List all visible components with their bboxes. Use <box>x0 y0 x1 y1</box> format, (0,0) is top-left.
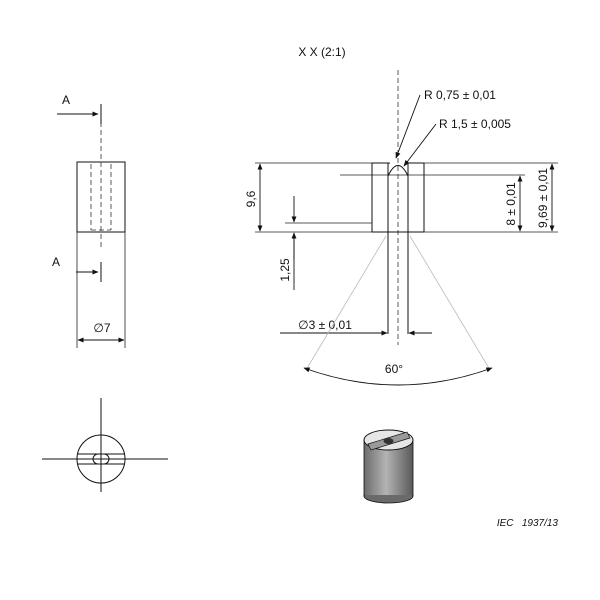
section-label-a-top: A <box>62 93 70 107</box>
cylinder-bore <box>383 438 394 444</box>
radius-small-label: R 0,75 ± 0,01 <box>424 88 496 102</box>
section-body-left-wall <box>371 162 389 233</box>
radius-large-label: R 1,5 ± 0,005 <box>439 117 511 131</box>
diameter-7-label: ∅7 <box>93 321 110 335</box>
cone-line-right <box>409 235 491 371</box>
section-label-a-bottom: A <box>52 255 60 269</box>
figure-id: IEC 1937/13 <box>497 518 559 529</box>
front-view: A A ∅7 <box>52 93 126 348</box>
diameter-3-label: ∅3 ± 0,01 <box>298 318 352 332</box>
angle-arc <box>303 367 493 386</box>
depth-1-25-label: 1,25 <box>278 258 292 282</box>
cone-line-left <box>305 235 387 371</box>
height-9-69-label: 9,69 ± 0,01 <box>536 168 550 228</box>
height-8-label: 8 ± 0,01 <box>504 182 518 226</box>
isometric-view <box>363 429 414 504</box>
view-title: X X (2:1) <box>298 45 345 59</box>
leader-radius-small <box>395 94 421 159</box>
angle-label: 60° <box>385 362 403 376</box>
section-body-right-wall <box>407 162 425 233</box>
height-9-6-label: 9,6 <box>244 190 258 207</box>
top-view-bore <box>92 453 110 465</box>
leader-radius-large <box>403 123 437 167</box>
top-view <box>42 398 168 492</box>
section-bore-tip <box>387 165 409 232</box>
section-view: 9,6 1,25 8 ± 0,01 9,69 ± 0,01 R 0,75 ± 0… <box>244 70 558 386</box>
